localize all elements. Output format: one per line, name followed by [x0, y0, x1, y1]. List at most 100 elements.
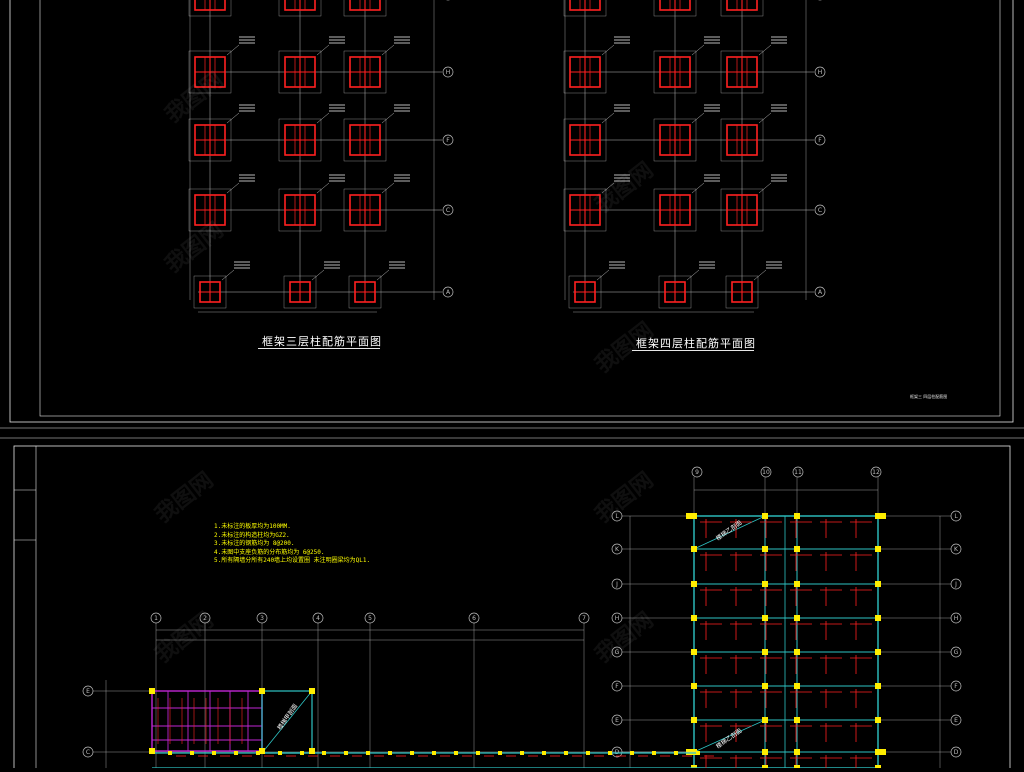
plan-left-column-dim	[343, 118, 387, 162]
plan-c-column-marker	[520, 751, 524, 755]
axis-bubble-label: 9	[695, 469, 699, 476]
drawing-title-left: 框架三层柱配筋平面图	[262, 335, 382, 348]
axis-bubble-label: A	[446, 289, 451, 296]
axis-bubble-label: H	[954, 615, 959, 622]
plan-c-column-marker	[322, 751, 326, 755]
plan-left-column-dim	[188, 188, 232, 232]
general-notes: 1.未标注的板厚均为100MM. 2.未标注的构造柱均为GZ2. 3.未标注的钢…	[214, 523, 370, 566]
plan-b-column-marker	[794, 546, 800, 552]
plan-b-column-marker	[691, 717, 697, 723]
plan-right-column-dim	[658, 275, 692, 309]
axis-bubble-label: F	[954, 683, 958, 690]
plan-b-col-bubble	[760, 466, 772, 478]
plan-b-slab-outline	[693, 515, 879, 769]
plan-left-column-dim	[278, 188, 322, 232]
plan-right-column-dim	[653, 50, 697, 94]
plan-c-column-marker	[608, 751, 612, 755]
plan-right-leader	[601, 182, 615, 194]
plan-left-column-dim	[343, 188, 387, 232]
plan-left-column-dim	[188, 118, 232, 162]
axis-bubble-label: L	[954, 513, 958, 520]
plan-right-column-dim	[653, 118, 697, 162]
plan-left-leader	[226, 112, 240, 124]
axis-bubble-label: H	[446, 69, 451, 76]
axis-bubble-label: 7	[582, 615, 586, 622]
axis-bubble-label: F	[446, 137, 450, 144]
plan-c-column-marker	[564, 751, 568, 755]
plan-b-column-marker	[875, 749, 881, 755]
axis-bubble-label: 4	[316, 615, 320, 622]
plan-left-leader	[221, 269, 235, 281]
plan-left-leader	[226, 182, 240, 194]
plan-b-column-marker	[762, 513, 768, 519]
axis-bubble-label: J	[954, 581, 957, 588]
plan-right-row-bubble	[814, 134, 826, 146]
plan-c-column-marker	[696, 751, 700, 755]
note-line: 3.未标注的钢筋均为 8@200.	[214, 540, 295, 547]
plan-c-stair-diagonal	[261, 690, 313, 754]
plan-b-col-bubble	[691, 466, 703, 478]
plan-left-leader	[381, 182, 395, 194]
stair-diagonal	[693, 719, 766, 753]
plan-c-column-marker	[366, 751, 370, 755]
axis-bubble-label: E	[615, 717, 619, 724]
axis-bubble-label: J	[615, 581, 618, 588]
plan-left-column-dim	[343, 0, 387, 17]
plan-b-column-marker	[691, 683, 697, 689]
plan-c-column-marker	[149, 748, 155, 754]
plan-b-column-marker	[875, 513, 881, 519]
axis-bubble-label: G	[954, 649, 959, 656]
plan-right-leader	[691, 182, 705, 194]
stair-diagonal	[693, 515, 766, 550]
plan-c-column-marker	[630, 751, 634, 755]
plan-left-column-dim	[348, 275, 382, 309]
plan-left-leader	[316, 44, 330, 56]
plan-c-column-marker	[498, 751, 502, 755]
plan-b-column-marker	[691, 513, 697, 519]
stair-label: 楼梯乙剖面	[714, 726, 743, 750]
stair-label: 楼梯甲剖面	[275, 702, 299, 731]
plan-c-column-marker	[212, 751, 216, 755]
plan-b-column-marker	[880, 513, 886, 519]
plan-b-column-marker	[762, 717, 768, 723]
plan-b-column-marker	[794, 683, 800, 689]
stair-panel	[693, 719, 766, 753]
plan-right-leader	[753, 269, 767, 281]
plan-right-leader	[601, 112, 615, 124]
plan-left-leader	[376, 269, 390, 281]
plan-c-column-marker	[168, 751, 172, 755]
plan-b-column-marker	[875, 649, 881, 655]
plan-right-row-bubble	[814, 286, 826, 298]
plan-b-column-marker	[691, 546, 697, 552]
plan-c-column-marker	[309, 688, 315, 694]
plan-left-row-bubble	[442, 66, 454, 78]
axis-bubble-label: 3	[260, 615, 264, 622]
plan-right-column-dim	[653, 188, 697, 232]
plan-c-column-marker	[344, 751, 348, 755]
plan-right-leader	[758, 112, 772, 124]
plan-b-column-marker	[794, 717, 800, 723]
plan-left-column-dim	[188, 50, 232, 94]
plan-left-leader	[316, 182, 330, 194]
plan-b-column-marker	[691, 649, 697, 655]
plan-right-column-dim	[720, 50, 764, 94]
axis-bubble-label: A	[818, 289, 823, 296]
plan-right-column-dim	[720, 118, 764, 162]
sheet-frame-lower	[13, 445, 1011, 772]
axis-bubble-label: C	[818, 207, 822, 214]
plan-c-column-marker	[149, 688, 155, 694]
plan-b-column-marker	[794, 749, 800, 755]
plan-left-column-dim	[193, 275, 227, 309]
plan-left-column-dim	[343, 50, 387, 94]
plan-left-row-bubble	[442, 134, 454, 146]
sheet-frame-upper	[9, 0, 1014, 423]
plan-left-leader	[381, 112, 395, 124]
plan-b-column-marker	[762, 749, 768, 755]
plan-left-column-dim	[278, 50, 322, 94]
plan-c-column-marker	[432, 751, 436, 755]
plan-c-column-marker	[300, 751, 304, 755]
axis-bubble-label: E	[86, 688, 90, 695]
plan-b-column-marker	[794, 513, 800, 519]
plan-left-row-bubble	[442, 286, 454, 298]
